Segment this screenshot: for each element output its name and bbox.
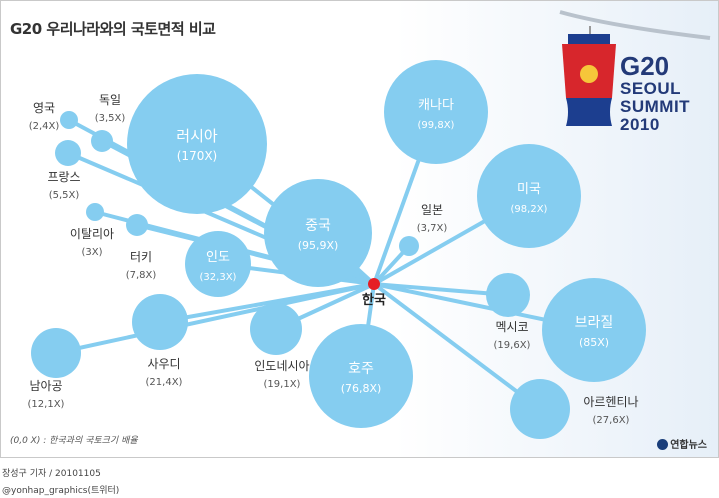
logo-g20: G20 [620, 51, 670, 81]
country-name-germany: 독일 [99, 93, 121, 107]
bubble-germany [91, 130, 113, 152]
country-bubbles [31, 60, 646, 439]
country-ratio-germany: (3,5X) [95, 113, 126, 124]
infographic-title: G20 우리나라와의 국토면적 비교 [10, 20, 216, 38]
country-name-japan: 일본 [421, 203, 443, 217]
country-name-brazil: 브라질 [575, 315, 614, 331]
bubble-saudi [132, 294, 188, 350]
country-name-italy: 이탈리아 [70, 227, 114, 241]
connector-argentina [372, 282, 542, 411]
country-name-china: 중국 [305, 218, 331, 234]
comparison-diagram: 러시아 (170X) 중국 (95,9X) 인도 (32,3X) 영국 (2,4X) 독일 (3,… [28, 60, 646, 439]
country-ratio-mexico: (19,6X) [494, 340, 531, 351]
bubble-italy [86, 203, 104, 221]
bubble-australia [309, 324, 413, 428]
bubble-brazil [542, 278, 646, 382]
country-name-saudi: 사우디 [147, 357, 180, 371]
bubble-russia [127, 74, 267, 214]
country-ratio-southafrica: (12,1X) [28, 399, 65, 410]
bubble-turkey [126, 214, 148, 236]
country-ratio-china: (95,9X) [298, 239, 339, 252]
country-ratio-argentina: (27,6X) [593, 415, 630, 426]
logo-summit: SUMMIT [620, 97, 691, 116]
reporter-credit: 장성구 기자 / 20101105 [2, 469, 101, 479]
country-name-usa: 미국 [517, 182, 541, 197]
country-ratio-japan: (3,7X) [417, 223, 448, 234]
bubble-uk [60, 111, 78, 129]
bubble-indonesia [250, 303, 302, 355]
connector-mexico [373, 282, 509, 297]
g20-summit-wordmark: G20 SEOUL SUMMIT 2010 [620, 52, 690, 134]
country-name-uk: 영국 [33, 101, 55, 115]
country-ratio-canada: (99,8X) [418, 120, 455, 131]
country-ratio-indonesia: (19,1X) [264, 379, 301, 390]
country-name-turkey: 터키 [130, 250, 152, 264]
country-ratio-saudi: (21,4X) [146, 377, 183, 388]
bubble-mexico [486, 273, 530, 317]
bubble-india [185, 231, 251, 297]
country-name-australia: 호주 [348, 361, 374, 377]
korea-label: 한국 [362, 292, 386, 308]
country-ratio-usa: (98,2X) [511, 204, 548, 215]
bubble-argentina [510, 379, 570, 439]
bubble-france [55, 140, 81, 166]
country-labels: 러시아 (170X) 중국 (95,9X) 인도 (32,3X) 영국 (2,4X) 독일 (3,… [28, 93, 639, 426]
korea-center-dot [368, 278, 380, 290]
country-name-mexico: 멕시코 [495, 320, 528, 334]
country-ratio-russia: (170X) [177, 149, 218, 163]
country-name-argentina: 아르헨티나 [583, 395, 638, 409]
yonhap-logo-icon [657, 439, 669, 450]
country-name-russia: 러시아 [176, 127, 218, 145]
country-name-france: 프랑스 [47, 170, 80, 184]
bubble-southafrica [31, 328, 81, 378]
country-ratio-uk: (2,4X) [29, 121, 60, 132]
logo-seoul: SEOUL [620, 79, 682, 98]
country-name-southafrica: 남아공 [29, 379, 62, 393]
logo-year: 2010 [620, 115, 660, 134]
g20-summit-logo [559, 10, 711, 126]
country-name-indonesia: 인도네시아 [254, 359, 309, 373]
country-ratio-turkey: (7,8X) [126, 270, 157, 281]
country-ratio-france: (5,5X) [49, 190, 80, 201]
country-ratio-india: (32,3X) [200, 272, 237, 283]
ratio-note: (0,0 X) : 한국과의 국토크기 배율 [10, 436, 138, 446]
connector-southafrica [55, 282, 375, 355]
bubble-china [264, 179, 372, 287]
bubble-usa [477, 144, 581, 248]
country-name-canada: 캐나다 [418, 98, 454, 113]
country-ratio-brazil: (85X) [579, 336, 609, 349]
country-ratio-australia: (76,8X) [341, 382, 382, 395]
country-name-india: 인도 [206, 250, 230, 265]
agency-name: 연합뉴스 [670, 440, 707, 451]
agency-mark: 연합뉴스 [657, 436, 707, 451]
bubble-japan [399, 236, 419, 256]
bubble-canada [384, 60, 488, 164]
country-ratio-italy: (3X) [81, 247, 102, 258]
twitter-credit: @yonhap_graphics(트위터) [2, 486, 120, 496]
